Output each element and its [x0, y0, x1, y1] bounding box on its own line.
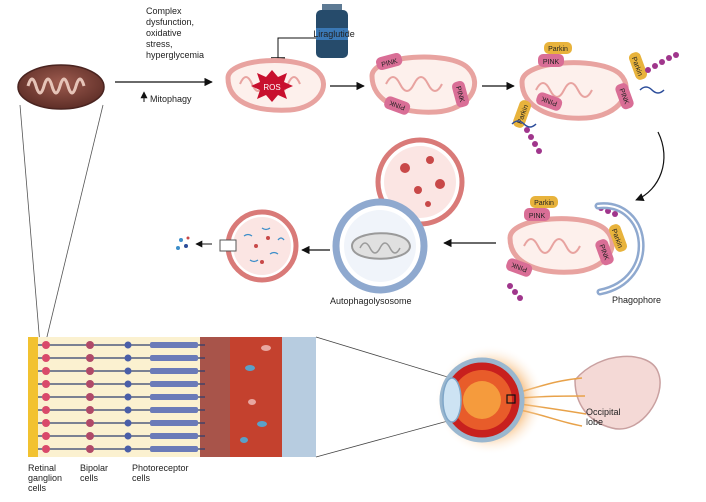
retina-cell-row	[38, 432, 205, 440]
drug-label: Liraglutide	[313, 29, 355, 39]
svg-text:Bipolar: Bipolar	[80, 463, 108, 473]
retina-cell-row	[38, 380, 205, 388]
arrow-4	[635, 131, 665, 201]
mitochondrion-pink: PINK PINK PINK	[369, 52, 478, 115]
stress-text: Complex dysfunction, oxidative stress, h…	[146, 6, 204, 60]
svg-text:Parkin: Parkin	[548, 46, 568, 53]
svg-text:cells: cells	[132, 473, 151, 483]
svg-text:Complex: Complex	[146, 6, 182, 16]
mitochondrion-pink-parkin: Parkin PINK Parkin PINK PINK Parkin	[511, 42, 679, 154]
svg-text:cells: cells	[28, 483, 47, 493]
svg-text:PINK: PINK	[381, 58, 399, 69]
retina-labels: Retinal ganglion cells Bipolar cells Pho…	[28, 463, 189, 493]
retina-cell-row	[38, 406, 205, 414]
retina-cell-row	[38, 445, 205, 453]
mitochondrion-ros: ROS	[225, 58, 326, 113]
svg-text:stress,: stress,	[146, 39, 173, 49]
svg-text:cells: cells	[80, 473, 99, 483]
zoom-lines	[19, 104, 104, 346]
eye-illustration: Occipital lobe	[435, 345, 661, 455]
inhibition-line	[277, 37, 316, 58]
svg-text:Parkin: Parkin	[534, 200, 554, 207]
retina-cell-row	[38, 367, 205, 375]
svg-text:dysfunction,: dysfunction,	[146, 17, 194, 27]
autophagolysosome-label: Autophagolysosome	[330, 296, 412, 306]
ubiquitin-chain	[524, 52, 679, 154]
svg-text:PINK: PINK	[529, 213, 546, 220]
svg-text:PINK: PINK	[454, 86, 465, 104]
phagophore-label: Phagophore	[612, 295, 661, 305]
mitochondrion-phagophore: Parkin PINK PINK Parkin PINK Phagophore	[506, 196, 661, 305]
autophagolysosome: Autophagolysosome	[330, 137, 465, 306]
drug-bottle-icon: Liraglutide	[313, 4, 355, 58]
svg-text:Occipital: Occipital	[586, 407, 621, 417]
mitophagy-indicator: Mitophagy	[140, 91, 192, 104]
mitophagy-label: Mitophagy	[150, 94, 192, 104]
svg-text:hyperglycemia: hyperglycemia	[146, 50, 204, 60]
ros-label: ROS	[263, 83, 280, 92]
mitochondrion-illustration	[17, 64, 105, 110]
retina-cell-row	[38, 393, 205, 401]
svg-text:lobe: lobe	[586, 417, 603, 427]
svg-text:oxidative: oxidative	[146, 28, 182, 38]
retina-cell-row	[38, 354, 205, 362]
svg-text:Retinal: Retinal	[28, 463, 56, 473]
retina-cell-row	[38, 419, 205, 427]
retina-cell-row	[38, 341, 205, 349]
svg-text:Photoreceptor: Photoreceptor	[132, 463, 189, 473]
released-particles	[176, 236, 190, 250]
svg-text:ganglion: ganglion	[28, 473, 62, 483]
retina-section	[28, 337, 316, 457]
degradation-vesicle	[219, 209, 299, 283]
svg-text:PINK: PINK	[543, 59, 560, 66]
